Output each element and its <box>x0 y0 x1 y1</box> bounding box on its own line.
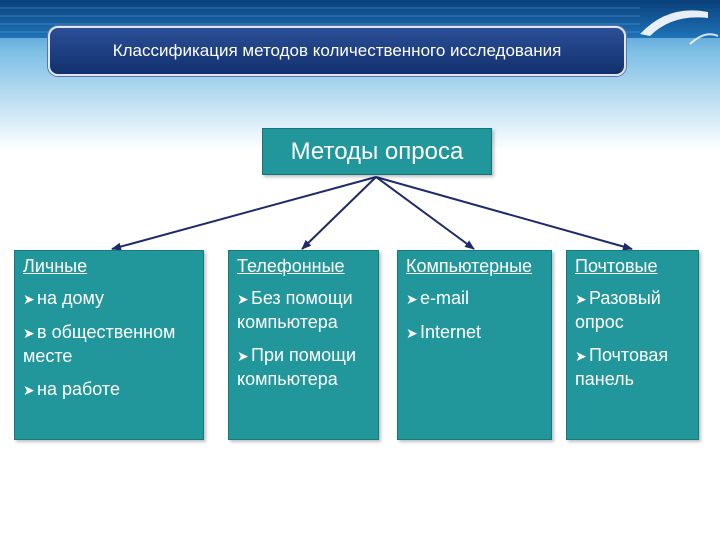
arrow-right-icon: ➤ <box>406 325 418 341</box>
arrow-right-icon: ➤ <box>237 291 249 307</box>
category-heading: Почтовые <box>575 256 658 276</box>
category-heading: Компьютерные <box>406 256 533 276</box>
arrow-right-icon: ➤ <box>406 291 418 307</box>
category-heading: Телефонные <box>237 256 345 276</box>
category-mail: Почтовые ➤Разовый опрос ➤Почтовая панель <box>566 250 699 440</box>
category-phone: Телефонные ➤Без помощи компьютера ➤При п… <box>228 250 379 440</box>
list-item: ➤в общественном месте <box>23 322 176 366</box>
arrow-right-icon: ➤ <box>23 291 35 307</box>
category-heading: Личные <box>23 256 88 276</box>
list-item: ➤на работе <box>23 378 195 402</box>
list-item: ➤Разовый опрос <box>575 288 661 332</box>
arrow-to-personal <box>111 176 377 251</box>
category-computer: Компьютерные ➤e-mail ➤Internet <box>397 250 552 440</box>
root-label: Методы опроса <box>290 137 464 165</box>
slide-title: Классификация методов количественного ис… <box>112 41 562 60</box>
swoosh-logo-icon <box>640 10 708 36</box>
slide-title-banner: Классификация методов количественного ис… <box>48 26 626 76</box>
list-item: ➤e-mail <box>406 287 543 311</box>
list-item: ➤Почтовая панель <box>575 345 669 389</box>
arrow-right-icon: ➤ <box>575 348 587 364</box>
list-item: ➤Без помощи компьютера <box>237 288 353 332</box>
list-item: ➤на дому <box>23 287 195 311</box>
arrow-to-phone <box>301 176 377 250</box>
root-node: Методы опроса <box>262 128 492 175</box>
arrow-right-icon: ➤ <box>575 291 587 307</box>
list-item: ➤При помощи компьютера <box>237 345 357 389</box>
arrow-right-icon: ➤ <box>23 382 35 398</box>
arrow-right-icon: ➤ <box>23 325 35 341</box>
arrow-right-icon: ➤ <box>237 348 249 364</box>
category-personal: Личные ➤на дому ➤в общественном месте ➤н… <box>14 250 204 440</box>
list-item: ➤Internet <box>406 321 543 345</box>
arrow-to-mail <box>375 176 633 251</box>
arrow-to-computer <box>375 176 475 250</box>
